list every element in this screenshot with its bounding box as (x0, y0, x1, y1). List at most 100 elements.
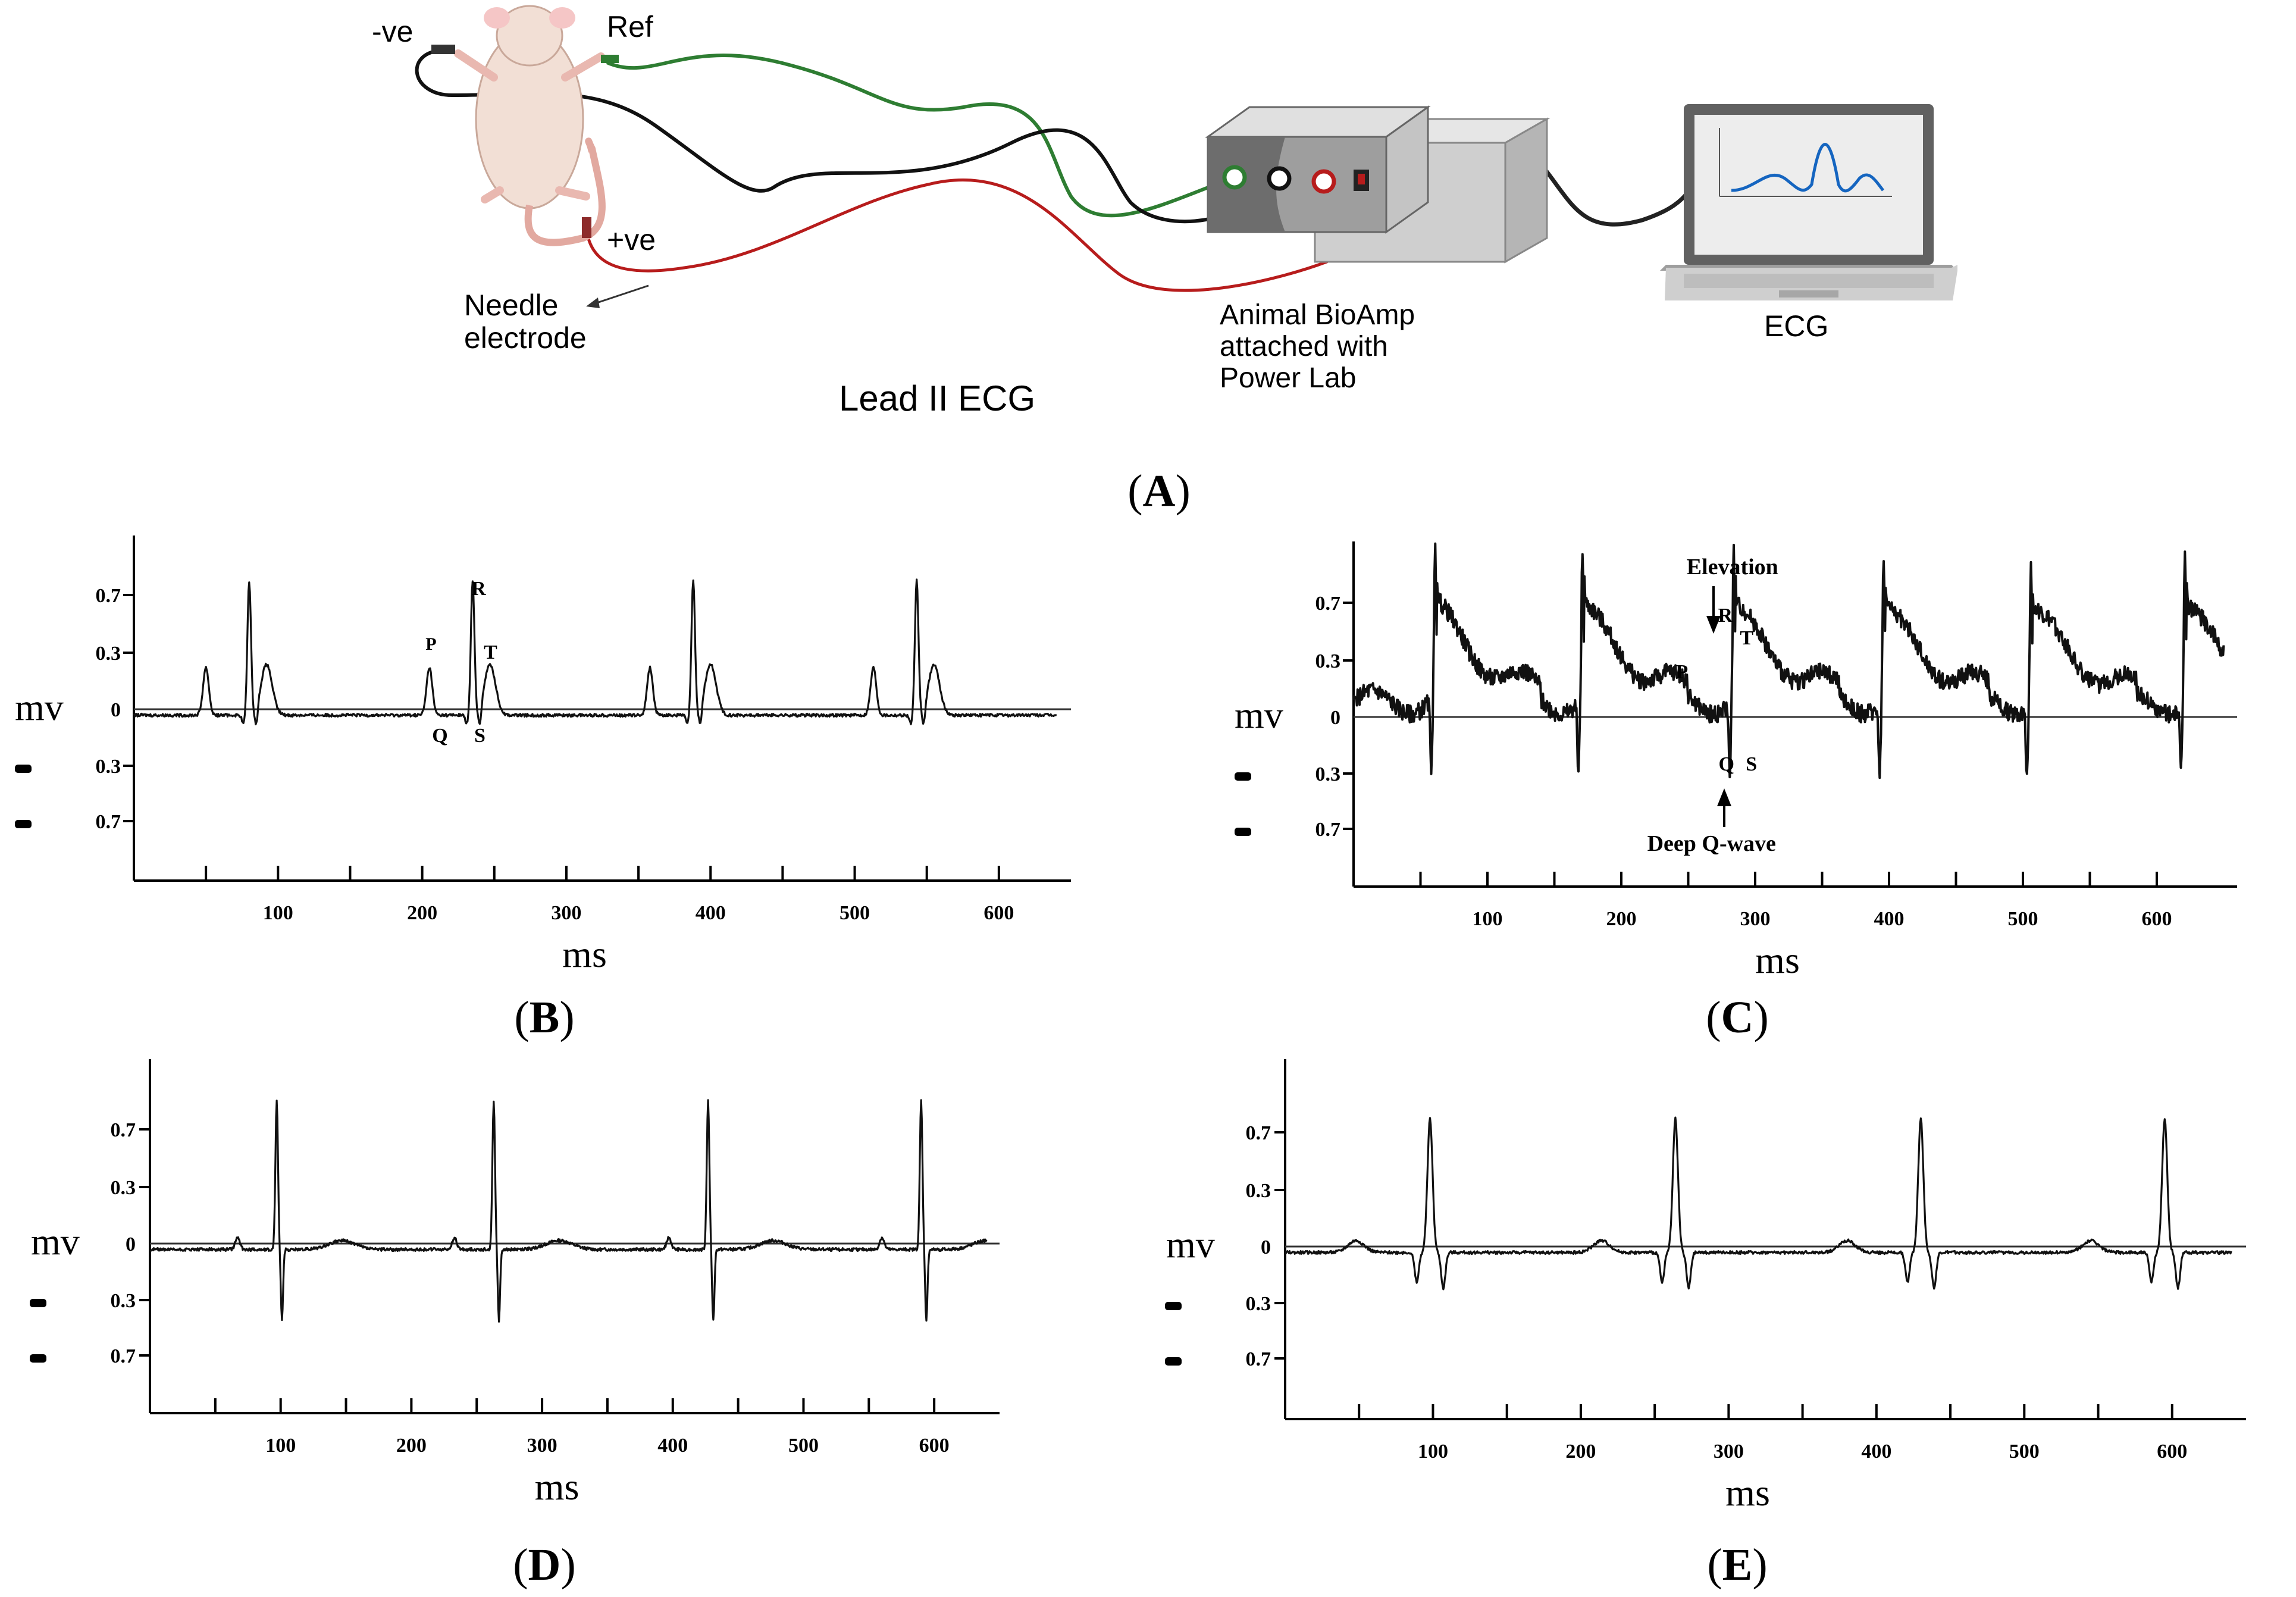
minus-sign-d (30, 1299, 46, 1307)
bioamp-device (1205, 105, 1550, 264)
y-tick-label-c: 0.3 (1315, 650, 1341, 672)
y-tick-label-b: 0.3 (96, 643, 121, 665)
minus-sign-c (1235, 828, 1251, 836)
x-tick-label-d: 100 (265, 1435, 296, 1457)
wave-label-p-c: P (1675, 661, 1688, 683)
x-axis-label-d: ms (535, 1466, 580, 1508)
x-axis-label-b: ms (562, 933, 607, 975)
minus-sign-b (15, 820, 32, 828)
x-tick-label-e: 400 (1861, 1441, 1891, 1463)
rat-illustration (431, 5, 619, 246)
x-tick-label-e: 100 (1418, 1441, 1448, 1463)
caption-d: (D) (513, 1540, 576, 1590)
ecg-trace-c (1352, 542, 2225, 779)
x-tick-label-e: 200 (1565, 1441, 1596, 1463)
y-axis-label-d: mv (31, 1220, 80, 1263)
wave-label-t-c: T (1740, 627, 1753, 649)
panel-a-setup: -ve Ref +ve Needle electrode Animal BioA… (372, 5, 1957, 418)
y-tick-label-c: 0 (1330, 707, 1340, 729)
x-tick-label-b: 600 (983, 902, 1014, 924)
wave-label-r-b: R (471, 578, 486, 600)
label-ecg: ECG (1764, 309, 1828, 343)
ecg-trace-d (149, 1099, 988, 1323)
y-tick-label-e: 0.7 (1246, 1122, 1271, 1144)
y-tick-label-c: 0.3 (1315, 763, 1341, 785)
x-tick-label-b: 200 (407, 902, 437, 924)
minus-sign-e (1165, 1357, 1182, 1366)
x-tick-label-d: 600 (919, 1435, 950, 1457)
caption-a: (A) (1127, 466, 1191, 516)
y-tick-label-e: 0.3 (1246, 1293, 1271, 1315)
y-tick-label-b: 0 (111, 699, 121, 721)
x-tick-label-d: 500 (788, 1435, 819, 1457)
x-tick-label-b: 300 (551, 902, 581, 924)
label-bioamp-1: Animal BioAmp (1220, 299, 1415, 331)
x-tick-label-b: 500 (840, 902, 870, 924)
label-bioamp-3: Power Lab (1220, 362, 1356, 394)
label-needle-2: electrode (464, 321, 587, 355)
minus-sign-c (1235, 772, 1251, 781)
x-tick-label-e: 600 (2157, 1441, 2187, 1463)
y-tick-label-e: 0.3 (1246, 1180, 1271, 1202)
y-tick-label-d: 0 (126, 1233, 136, 1255)
y-tick-label-b: 0.7 (96, 585, 121, 607)
x-tick-label-c: 400 (1874, 908, 1905, 930)
y-tick-label-d: 0.7 (111, 1119, 136, 1141)
red-wire (584, 179, 1336, 292)
wave-label-q-c: Q (1719, 753, 1734, 775)
x-tick-label-b: 100 (263, 902, 293, 924)
caption-b: (B) (514, 992, 574, 1042)
label-lead-ii: Lead II ECG (839, 378, 1035, 418)
minus-sign-b (15, 765, 32, 773)
y-axis-label-b: mv (15, 686, 64, 728)
x-tick-label-b: 400 (696, 902, 726, 924)
ecg-panel-e: 100 200 300 400 500 600 0.7 0.3 0 0.3 0.7 mv ms (1165, 1059, 2246, 1514)
y-tick-label-b: 0.7 (96, 811, 121, 833)
label-bioamp-2: attached with (1220, 331, 1388, 362)
minus-sign-d (30, 1354, 46, 1363)
y-tick-label-b: 0.3 (96, 756, 121, 778)
x-tick-label-d: 300 (527, 1435, 557, 1457)
label-positive: +ve (607, 223, 656, 256)
y-tick-label-e: 0 (1261, 1236, 1271, 1258)
panel-c-arrows (1706, 586, 1731, 827)
x-tick-label-e: 300 (1714, 1441, 1744, 1463)
y-tick-label-e: 0.7 (1246, 1348, 1271, 1370)
x-tick-label-c: 100 (1473, 908, 1503, 930)
wave-label-s-c: S (1746, 753, 1757, 775)
label-needle-1: Needle (464, 289, 558, 322)
x-axis-label-e: ms (1725, 1471, 1770, 1514)
x-tick-label-e: 500 (2009, 1441, 2040, 1463)
x-tick-label-c: 500 (2008, 908, 2038, 930)
x-tick-label-d: 200 (396, 1435, 427, 1457)
caption-c: (C) (1706, 992, 1769, 1042)
wave-label-deep_q-c: Deep Q-wave (1647, 831, 1776, 856)
wave-label-r-c: R (1718, 605, 1733, 627)
ecg-trace-b (133, 578, 1057, 725)
y-tick-label-c: 0.7 (1315, 819, 1341, 841)
laptop-screen-trace (1731, 143, 1885, 193)
wave-label-elevation-c: Elevation (1687, 555, 1778, 580)
y-tick-label-c: 0.7 (1315, 593, 1341, 615)
green-wire (606, 54, 1233, 218)
label-negative: -ve (372, 15, 413, 48)
wave-label-q-b: Q (432, 725, 447, 747)
y-axis-label-e: mv (1166, 1223, 1215, 1266)
wave-label-p-b: P (425, 634, 436, 654)
x-tick-label-c: 300 (1740, 908, 1771, 930)
laptop-icon (1660, 104, 1957, 300)
y-tick-label-d: 0.7 (111, 1345, 136, 1367)
y-axis-label-c: mv (1235, 694, 1283, 736)
y-tick-label-d: 0.3 (111, 1177, 136, 1199)
x-axis-label-c: ms (1755, 939, 1800, 981)
caption-e: (E) (1707, 1540, 1767, 1590)
x-tick-label-c: 600 (2142, 908, 2172, 930)
label-reference: Ref (607, 10, 653, 43)
wave-label-t-b: T (484, 641, 497, 663)
ecg-trace-e (1284, 1116, 2232, 1291)
y-tick-label-d: 0.3 (111, 1290, 136, 1312)
minus-sign-e (1165, 1302, 1182, 1310)
